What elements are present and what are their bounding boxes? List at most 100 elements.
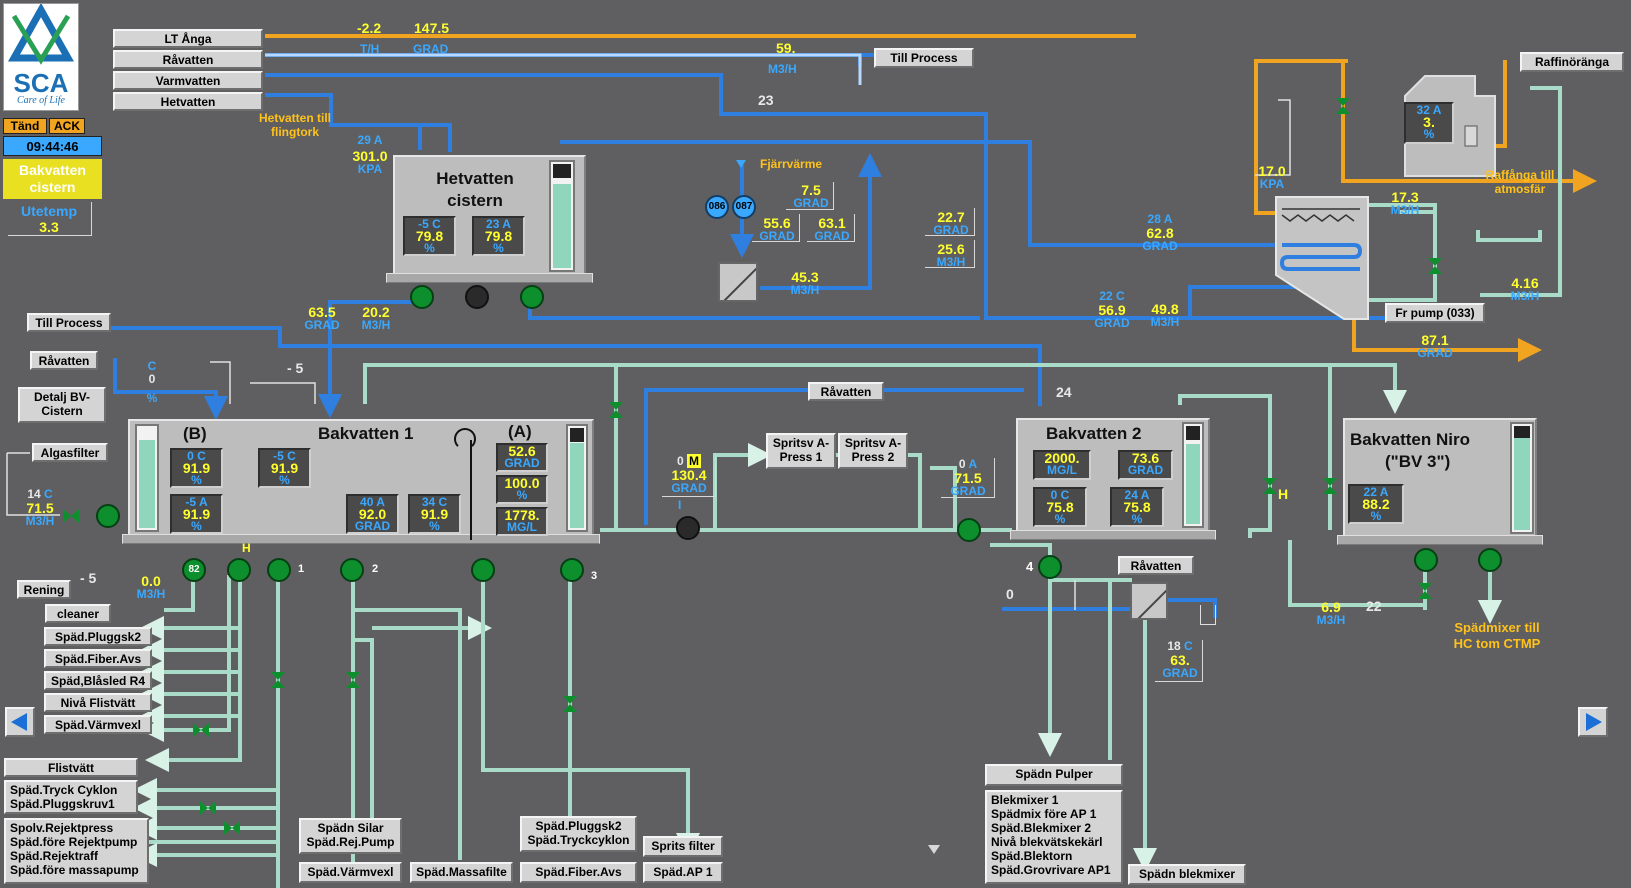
menu-ravatten[interactable]: Råvatten: [113, 50, 263, 69]
hetvatten-level-right: 23 A 79.8 %: [472, 216, 525, 256]
hetvatten-heat-exchanger[interactable]: [718, 262, 758, 302]
bv1-valve-3[interactable]: [563, 696, 577, 712]
nav-previous[interactable]: [5, 707, 35, 737]
rening-button[interactable]: Rening: [17, 580, 71, 599]
sprits-filter-button[interactable]: Sprits filter: [643, 836, 723, 857]
raffanga-valve[interactable]: [1336, 98, 1350, 114]
menu-varmvatten[interactable]: Varmvatten: [113, 71, 263, 90]
niro-pump-1[interactable]: [1414, 548, 1438, 572]
bv1-tag-b: (B): [183, 424, 207, 443]
circulation-086[interactable]: 086: [705, 195, 729, 219]
till-process-top-button[interactable]: Till Process: [874, 48, 974, 68]
raffinor-valve-1[interactable]: [1428, 258, 1442, 274]
hetvatten-pump-3[interactable]: [520, 285, 544, 309]
fr-pump-button[interactable]: Fr pump (033): [1385, 303, 1485, 323]
value-0: 0: [1006, 586, 1014, 602]
niva-flistvatt-button[interactable]: Nivå Flistvätt: [44, 693, 152, 712]
spadn-pulper-button[interactable]: Spädn Pulper: [985, 764, 1123, 786]
bv1-pump-1[interactable]: [267, 558, 291, 582]
flistvatt-button[interactable]: Flistvätt: [4, 758, 138, 777]
scroll-down-icon[interactable]: [928, 845, 940, 854]
bv1-valve-2[interactable]: [346, 672, 360, 688]
lt-anga-unit2: GRAD: [413, 42, 449, 56]
niro-pump-2[interactable]: [1478, 548, 1502, 572]
ravatten-right-button[interactable]: Råvatten: [1118, 556, 1194, 575]
bv1-level-gauge-b: [135, 424, 159, 532]
logo-brand: SCA: [13, 68, 69, 98]
spad-ap1-button[interactable]: Späd.AP 1: [643, 862, 723, 883]
menu-lt-anga[interactable]: LT Ånga: [113, 29, 263, 48]
bv1-b4: 40 A 92.0 GRAD: [346, 494, 399, 534]
algasfilter-button[interactable]: Algasfilter: [32, 443, 108, 462]
raffinoranga-button[interactable]: Raffinöränga: [1520, 52, 1624, 72]
blekmixer-group[interactable]: Blekmixer 1 Spädmix före AP 1 Späd.Blekm…: [985, 790, 1123, 884]
niro-valve-2[interactable]: [1323, 478, 1337, 494]
spadn-blekmixer-button[interactable]: Spädn blekmixer: [1128, 864, 1246, 885]
spad-varmvexl-button[interactable]: Späd.Värmvexl: [44, 715, 152, 734]
ravatten-left-button[interactable]: Råvatten: [30, 351, 98, 370]
bv1-pump-3[interactable]: [560, 558, 584, 582]
menu-hetvatten[interactable]: Hetvatten: [113, 92, 263, 111]
spad-pluggsk2-button[interactable]: Späd.Pluggsk2: [44, 627, 152, 646]
spad-fiber-avs-bottom-button[interactable]: Späd.Fiber.Avs: [520, 862, 637, 883]
algasfilter-pump[interactable]: [96, 504, 120, 528]
bv1-valve-1[interactable]: [271, 672, 285, 688]
bv1-pump-82[interactable]: 82: [182, 558, 206, 582]
bv1-transfer-pump[interactable]: [676, 516, 700, 540]
cleaner-button[interactable]: cleaner: [45, 604, 111, 623]
bv1-valve-5[interactable]: [200, 801, 216, 815]
spad-blasled-button[interactable]: Späd,Blåsled R4: [44, 671, 152, 690]
ravatten-c-readout: C 0 %: [146, 359, 158, 405]
logo-tagline: Care of Life: [17, 95, 65, 106]
bv1-valve-6[interactable]: [224, 821, 240, 835]
bv2-heat-exchanger[interactable]: [1130, 582, 1168, 620]
algasfilter-valve[interactable]: [63, 509, 79, 523]
nav-next[interactable]: [1578, 707, 1608, 737]
hetvatten-kpa-readout: 29 A 301.0 KPA: [352, 133, 388, 176]
niro-valve-3[interactable]: [1418, 583, 1432, 599]
ravatten-flow-unit: M3/H: [768, 62, 797, 76]
sca-logo: SCA Care of Life: [3, 2, 79, 111]
raffinor-heat-exchanger[interactable]: [1274, 195, 1370, 325]
tand-button[interactable]: Tänd: [3, 118, 47, 134]
sca-logo-icon: [8, 2, 74, 65]
bv1-valve-top[interactable]: [609, 402, 623, 418]
temp-63: 18 C 63. GRAD: [1162, 639, 1198, 680]
spad-fiber-avs-button[interactable]: Späd.Fiber.Avs: [44, 649, 152, 668]
bv2-c4: 24 A 75.8 %: [1110, 487, 1164, 527]
spritsv-a-press-1-button[interactable]: Spritsv A-Press 1: [766, 433, 836, 469]
pump-3-label: 3: [591, 570, 598, 582]
bv1-pump-2[interactable]: [340, 558, 364, 582]
spad-varmvexl-bottom-button[interactable]: Späd.Värmvexl: [299, 862, 402, 883]
spritsv-a-press-2-button[interactable]: Spritsv A-Press 2: [838, 433, 908, 469]
fjarrvarme-note: Fjärrvärme: [760, 157, 823, 171]
value-24: 24: [1056, 384, 1072, 400]
till-process-left-button[interactable]: Till Process: [27, 313, 111, 332]
bv1-pump-h[interactable]: [227, 558, 251, 582]
ravatten-mid-button[interactable]: Råvatten: [808, 382, 884, 401]
bv1-valve-4[interactable]: [193, 723, 209, 737]
spadmixer-note: Spädmixer till HC tom CTMP: [1453, 620, 1541, 651]
hetvatten-pump-2[interactable]: [465, 285, 489, 309]
hetvatten-pump-1[interactable]: [410, 285, 434, 309]
ack-button[interactable]: ACK: [49, 118, 85, 134]
bv2-pump[interactable]: [1038, 555, 1062, 579]
arrow-right-icon: [1586, 713, 1602, 731]
raffanga-note: Raffånga till atmosfär: [1485, 168, 1555, 196]
detalj-bv-cistern-button[interactable]: Detalj BV-Cistern: [18, 387, 106, 423]
raffanga-valve-readout: 32 A 3. %: [1404, 102, 1454, 144]
bv2-feed-pump[interactable]: [957, 518, 981, 542]
bv1-pump-4[interactable]: [471, 558, 495, 582]
spad-massafilte-button[interactable]: Späd.Massafilte: [410, 862, 513, 883]
circulation-087[interactable]: 087: [732, 195, 756, 219]
niro-valve-1[interactable]: [1263, 478, 1277, 494]
utetemp-value: 3.3: [39, 219, 59, 235]
